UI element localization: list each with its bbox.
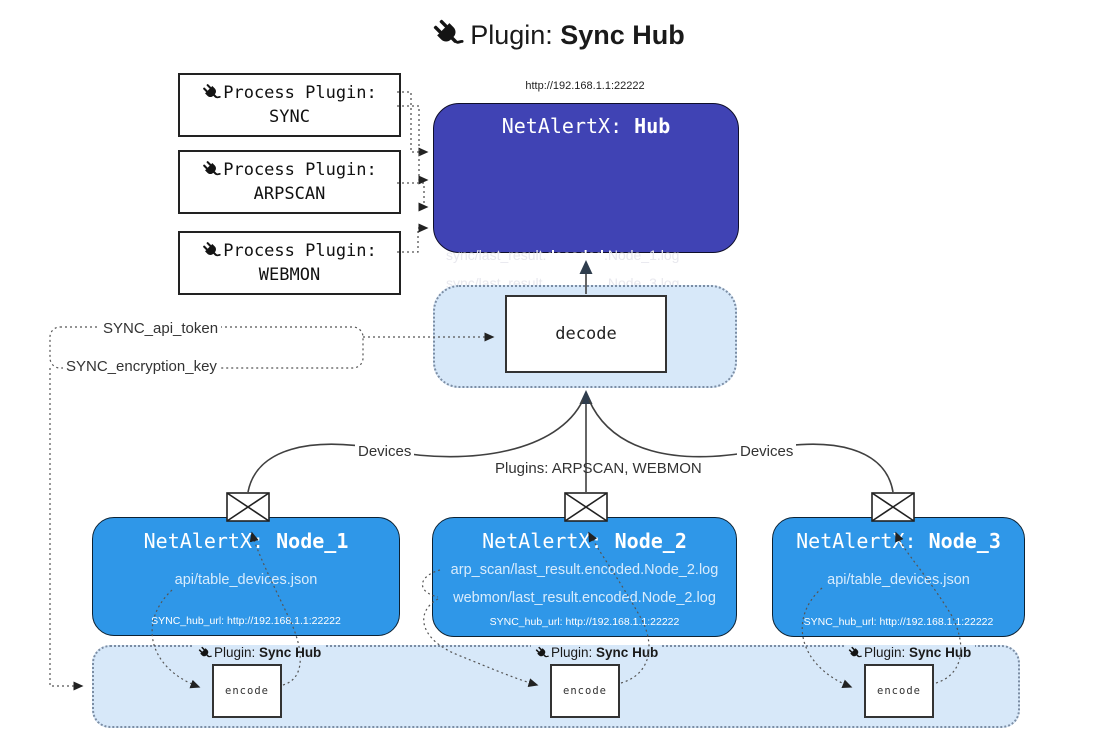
hub-log-line: sync/last_result.decoded.Node_1.log: [446, 247, 680, 263]
plug-icon: [535, 646, 549, 660]
encode-plugin-label: Plugin: Sync Hub: [194, 645, 326, 660]
hub-url-label: http://192.168.1.1:22222: [525, 80, 645, 92]
process-plugin-label: Process Plugin:: [202, 81, 377, 105]
node-title: NetAlertX: Node_1: [143, 529, 349, 553]
decode-box: decode: [505, 295, 667, 373]
node-file: arp_scan/last_result.encoded.Node_2.log: [450, 562, 719, 578]
node-hub-url: SYNC_hub_url: http://192.168.1.1:22222: [803, 616, 994, 628]
process-plugin-sync-box: Process Plugin: SYNC: [178, 73, 401, 137]
process-plugin-label: Process Plugin:: [202, 158, 377, 182]
encode-plugin-label: Plugin: Sync Hub: [844, 645, 976, 660]
plugins-middle-label: Plugins: ARPSCAN, WEBMON: [495, 460, 702, 477]
devices-right-label: Devices: [737, 443, 797, 460]
plug-icon: [432, 18, 464, 50]
plug-icon: [202, 160, 221, 179]
encode-box: encode: [864, 664, 934, 718]
plug-icon: [202, 83, 221, 102]
hub-title: NetAlertX: Hub: [501, 114, 671, 138]
node-file: webmon/last_result.encoded.Node_2.log: [453, 590, 716, 606]
sync-api-token-label: SYNC_api_token: [100, 320, 222, 337]
process-plugin-arpscan-box: Process Plugin: ARPSCAN: [178, 150, 401, 214]
node-title: NetAlertX: Node_2: [482, 529, 687, 553]
page-title: Plugin: Sync Hub: [0, 18, 1117, 51]
plugin-to-hub-edges: [397, 91, 429, 253]
process-plugin-name: WEBMON: [258, 265, 321, 285]
encode-box: encode: [212, 664, 282, 718]
title-name: Sync Hub: [560, 20, 685, 50]
node-file: api/table_devices.json: [174, 572, 318, 588]
node-file: api/table_devices.json: [827, 572, 970, 588]
plug-icon: [202, 241, 221, 260]
devices-left-label: Devices: [355, 443, 415, 460]
hub-box: NetAlertX: Hub sync/last_result.decoded.…: [433, 103, 739, 338]
node-hub-url: SYNC_hub_url: http://192.168.1.1:22222: [489, 616, 680, 628]
node-1-box: NetAlertX: Node_1 api/table_devices.json…: [92, 517, 400, 636]
devices-left-edge: [247, 399, 584, 493]
node-2-box: NetAlertX: Node_2 arp_scan/last_result.e…: [432, 517, 737, 637]
process-plugin-webmon-box: Process Plugin: WEBMON: [178, 231, 401, 295]
title-prefix: Plugin:: [470, 20, 553, 50]
node-hub-url: SYNC_hub_url: http://192.168.1.1:22222: [151, 615, 341, 627]
encode-container: Plugin: Sync Hub Plugin: Sync Hub Plugin…: [92, 645, 1020, 728]
plug-icon: [848, 646, 862, 660]
process-plugin-label: Process Plugin:: [202, 239, 377, 263]
plug-icon: [198, 646, 212, 660]
node-title: NetAlertX: Node_3: [796, 529, 1001, 553]
node-3-box: NetAlertX: Node_3 api/table_devices.json…: [772, 517, 1025, 637]
encode-plugin-label: Plugin: Sync Hub: [531, 645, 663, 660]
sync-encryption-key-label: SYNC_encryption_key: [63, 358, 220, 375]
process-plugin-name: SYNC: [269, 107, 310, 127]
encode-box: encode: [550, 664, 620, 718]
process-plugin-name: ARPSCAN: [253, 184, 326, 204]
